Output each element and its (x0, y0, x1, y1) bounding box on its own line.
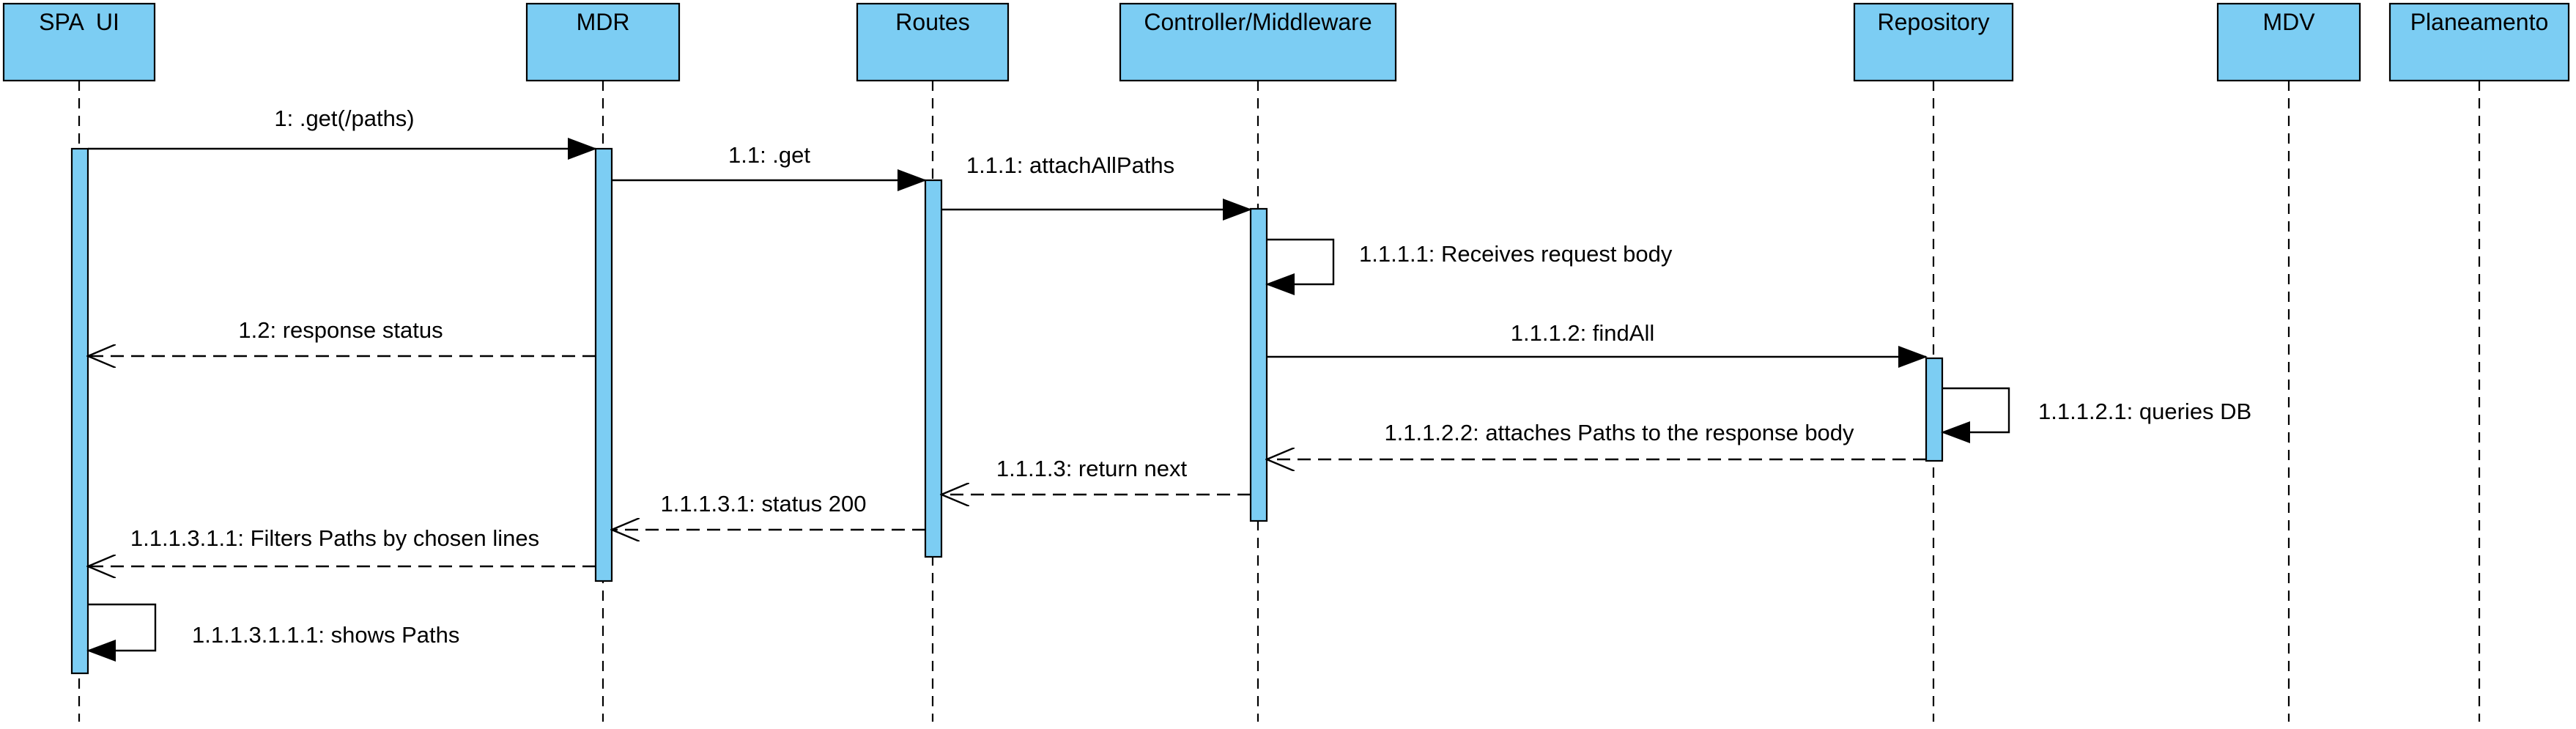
participant-routes-label: Routes (895, 9, 969, 35)
participant-mdr-label: MDR (577, 9, 630, 35)
message-1-2: 1.2: response status (88, 317, 596, 356)
message-1-1-1-3-1-1: 1.1.1.3.1.1: Filters Paths by chosen lin… (88, 525, 596, 566)
activation-repository (1925, 357, 1944, 462)
activation-spa (70, 147, 89, 675)
message-1-1-1-1-label: 1.1.1.1: Receives request body (1359, 241, 1673, 267)
messages: 1: .get(/paths) 1.1: .get 1.1.1: attachA… (86, 106, 2251, 662)
participant-mdv-label: MDV (2262, 9, 2315, 35)
participant-routes: Routes (856, 2, 1010, 82)
message-1-1-1-1: 1.1.1.1: Receives request body (1265, 238, 1673, 295)
message-1-1-1-2-2-label: 1.1.1.2.2: attaches Paths to the respons… (1384, 420, 1854, 445)
message-1-1-1-2-2: 1.1.1.2.2: attaches Paths to the respons… (1267, 420, 1926, 459)
activation-routes (924, 179, 943, 558)
message-1-1-1-3-label: 1.1.1.3: return next (996, 456, 1188, 481)
participant-planeamento-label: Planeamento (2410, 9, 2549, 35)
message-1: 1: .get(/paths) (88, 106, 597, 160)
participant-controller: Controller/Middleware (1119, 2, 1397, 82)
message-1-label: 1: .get(/paths) (274, 106, 414, 131)
participant-planeamento: Planeamento (2388, 2, 2570, 82)
message-1-1-1-2: 1.1.1.2: findAll (1267, 320, 1928, 368)
activation-bars (70, 147, 1944, 675)
participant-repository-label: Repository (1878, 9, 1990, 35)
message-1-1-1-label: 1.1.1: attachAllPaths (966, 152, 1174, 178)
message-1-1-1-3-1-1-label: 1.1.1.3.1.1: Filters Paths by chosen lin… (130, 525, 539, 551)
message-1-1: 1.1: .get (612, 142, 927, 191)
message-1-1-1-3-1-1-1: 1.1.1.3.1.1.1: shows Paths (86, 603, 459, 662)
message-1-1-1-2-1: 1.1.1.2.1: queries DB (1941, 387, 2251, 443)
participant-controller-label: Controller/Middleware (1144, 9, 1372, 35)
participant-spa: SPA UI (2, 2, 156, 82)
message-1-1-1-3: 1.1.1.3: return next (941, 456, 1251, 495)
participant-headers: SPA UI MDR Routes Controller/Middleware … (2, 2, 2570, 82)
message-1-1-1-2-label: 1.1.1.2: findAll (1511, 320, 1654, 346)
participant-mdr: MDR (525, 2, 681, 82)
message-1-1-1: 1.1.1: attachAllPaths (941, 152, 1252, 221)
participant-spa-label: SPA UI (39, 9, 119, 35)
message-1-1-label: 1.1: .get (728, 142, 810, 168)
message-1-2-label: 1.2: response status (238, 317, 443, 343)
message-1-1-1-3-1-1-1-label: 1.1.1.3.1.1.1: shows Paths (192, 622, 459, 648)
message-1-1-1-3-1-label: 1.1.1.3.1: status 200 (661, 491, 867, 517)
participant-mdv: MDV (2216, 2, 2361, 82)
message-1-1-1-2-1-label: 1.1.1.2.1: queries DB (2038, 399, 2251, 424)
participant-repository: Repository (1853, 2, 2014, 82)
message-1-1-1-3-1: 1.1.1.3.1: status 200 (612, 491, 925, 530)
activation-controller (1249, 207, 1268, 522)
activation-mdr (594, 147, 613, 582)
